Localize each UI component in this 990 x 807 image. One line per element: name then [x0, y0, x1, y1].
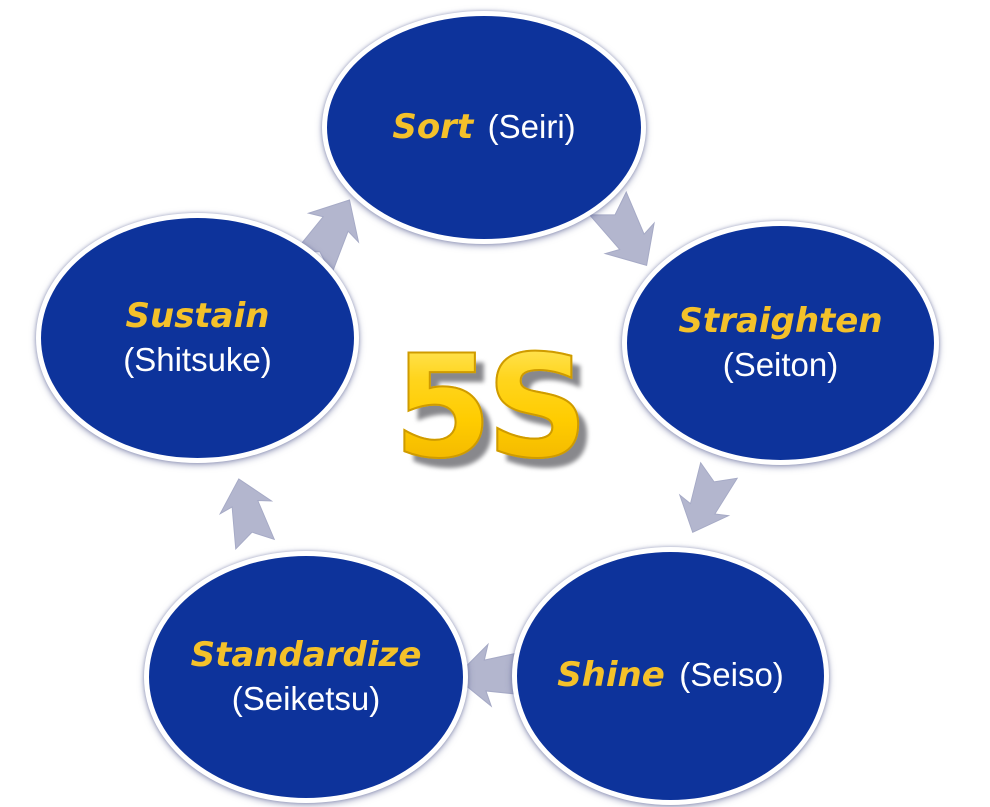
block-arrow-standardize-to-sustain-icon: [218, 478, 276, 551]
node-shine-japanese: (Seiso): [679, 656, 784, 694]
node-shine-label: Shine (Seiso): [557, 655, 784, 696]
node-straighten-term: Straighten: [678, 301, 883, 342]
block-arrow-sustain-to-sort-icon: [293, 199, 360, 276]
node-sort-label: Sort (Seiri): [392, 107, 575, 148]
node-straighten: Straighten (Seiton): [622, 221, 939, 465]
node-standardize: Standardize (Seiketsu): [144, 551, 468, 803]
node-straighten-label: Straighten (Seiton): [678, 301, 882, 385]
block-arrow-sort-to-straighten-icon: [588, 190, 655, 267]
node-sustain: Sustain (Shitsuke): [36, 213, 359, 463]
node-sustain-label: Sustain (Shitsuke): [123, 296, 272, 380]
node-shine-term: Shine: [557, 655, 665, 696]
node-sort: Sort (Seiri): [322, 11, 646, 244]
node-shine: Shine (Seiso): [512, 547, 829, 805]
center-5s: 5S 5S: [368, 325, 608, 500]
block-arrow-straighten-to-shine-icon: [678, 461, 739, 533]
node-straighten-japanese: (Seiton): [722, 345, 839, 383]
node-sustain-term: Sustain: [125, 296, 270, 337]
node-standardize-label: Standardize (Seiketsu): [191, 635, 422, 719]
node-sort-japanese: (Seiri): [487, 107, 576, 145]
node-sort-term: Sort: [392, 106, 474, 147]
center-5s-shadow: 5S: [377, 336, 617, 508]
center-5s-label: 5S: [368, 325, 608, 498]
node-standardize-term: Standardize: [190, 635, 422, 676]
node-sustain-japanese: (Shitsuke): [123, 340, 272, 378]
node-standardize-japanese: (Seiketsu): [231, 679, 381, 717]
